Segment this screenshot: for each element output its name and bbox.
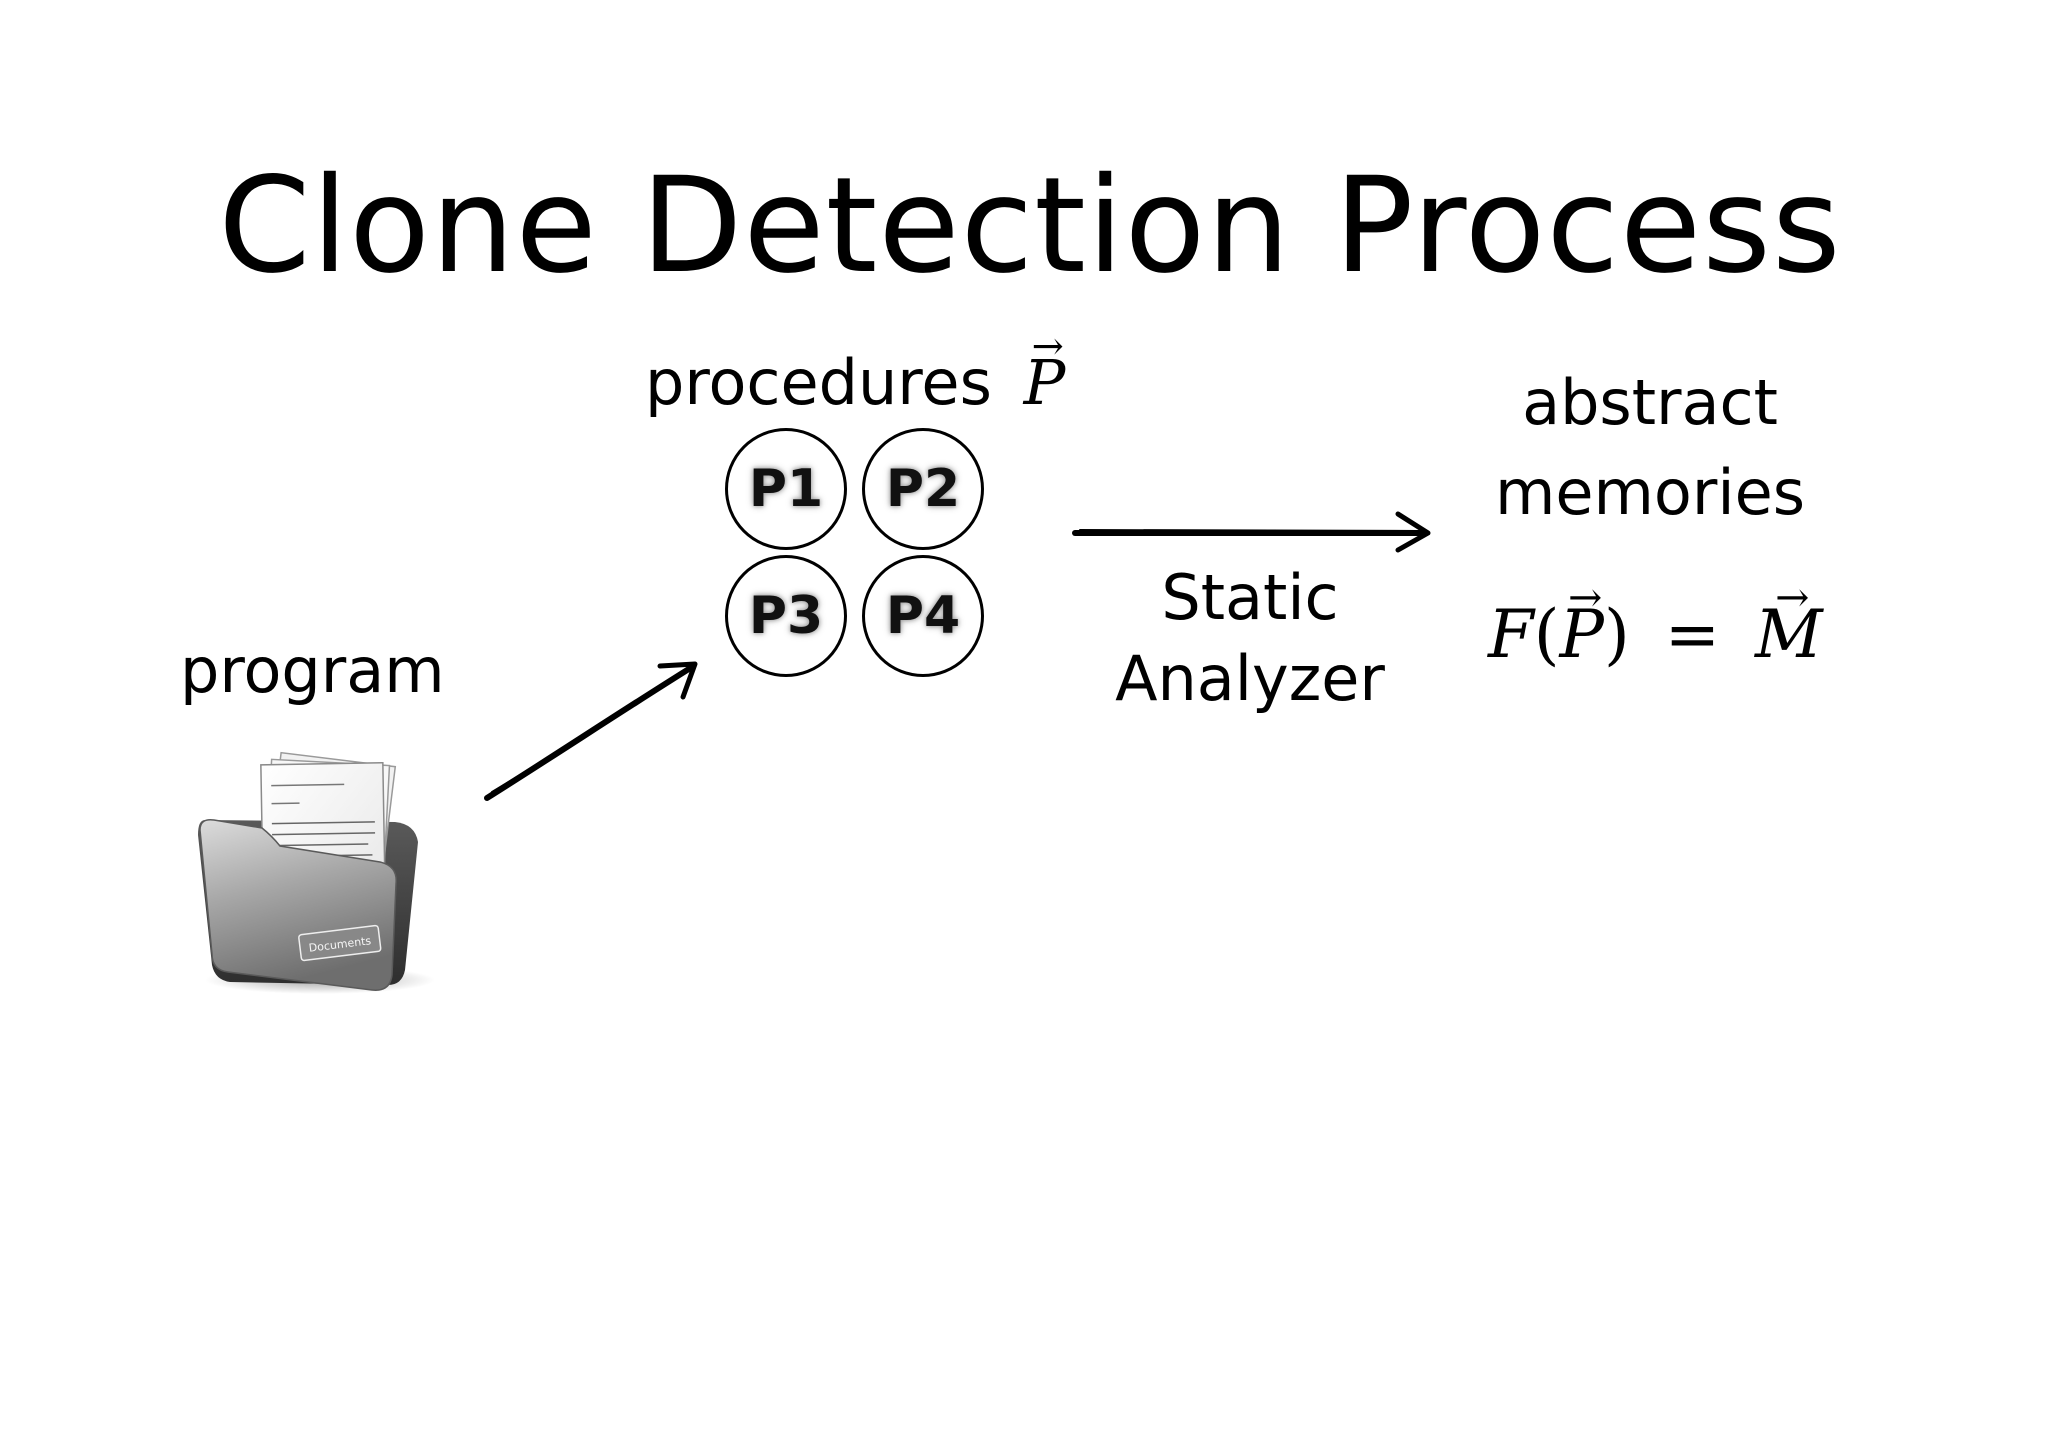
- formula-result: →M: [1755, 572, 1823, 673]
- vector-arrow-icon: →: [1775, 572, 1810, 621]
- procedures-label-group: procedures → P: [645, 324, 1066, 419]
- output-label-line2: memories: [1494, 455, 1806, 529]
- formula: F(→P) = →M: [1488, 572, 1823, 673]
- output-label-line1: abstract: [1522, 366, 1778, 439]
- analyzer-label-line1: Static: [1161, 561, 1339, 634]
- procedure-node-p4: P4: [862, 555, 984, 677]
- formula-function: F: [1488, 596, 1534, 673]
- formula-open-paren: (: [1533, 596, 1560, 673]
- analyzer-label: Static Analyzer: [1080, 558, 1420, 719]
- folder-with-documents-icon: Documents: [198, 751, 435, 994]
- procedures-label: procedures: [645, 346, 992, 419]
- arrow-procedures-to-memories: [1072, 511, 1431, 553]
- analyzer-label-line2: Analyzer: [1115, 641, 1385, 715]
- procedure-node-p1: P1: [725, 428, 847, 550]
- program-label: program: [180, 634, 445, 707]
- formula-argument: →P: [1559, 572, 1604, 673]
- vector-arrow-icon: →: [1568, 572, 1603, 621]
- procedures-vector-symbol: → P: [1023, 324, 1066, 419]
- slide-title: Clone Detection Process: [218, 149, 1842, 303]
- arrow-program-to-procedures: [484, 661, 698, 801]
- output-label: abstract memories: [1480, 358, 1820, 538]
- vector-arrow-icon: →: [1031, 324, 1064, 370]
- formula-close-paren: ): [1603, 596, 1630, 673]
- formula-equals: =: [1664, 596, 1721, 673]
- procedure-node-p2: P2: [862, 428, 984, 550]
- procedure-node-p3: P3: [725, 555, 847, 677]
